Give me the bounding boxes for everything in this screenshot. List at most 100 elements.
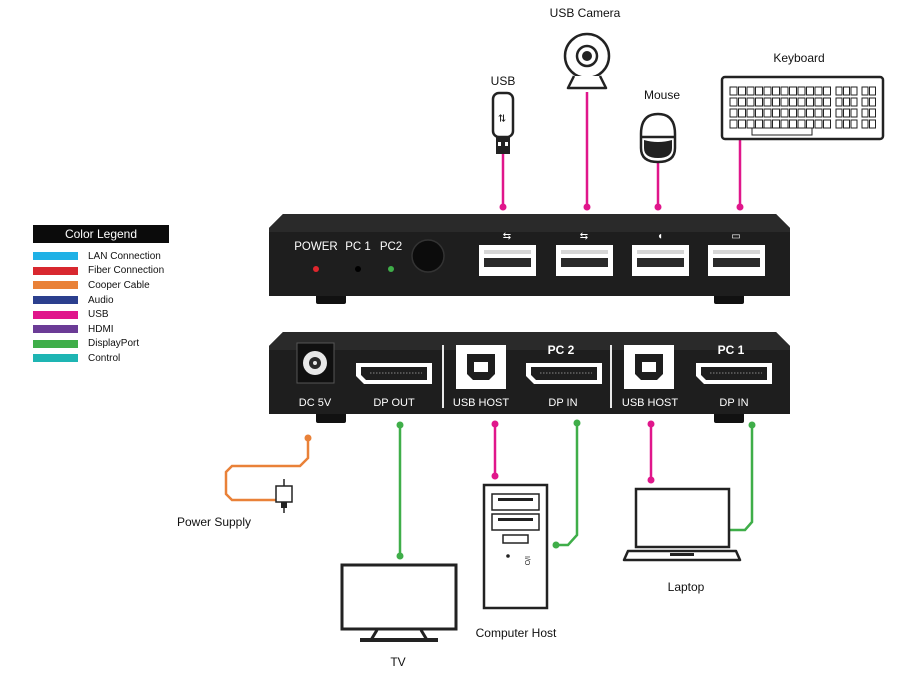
usb-drive-label: USB	[491, 74, 516, 88]
pc1-usb-dot-bottom	[647, 476, 655, 484]
legend-item: HDMI	[33, 322, 173, 337]
dp-out-dot-bottom	[396, 552, 404, 560]
legend-swatch	[33, 310, 78, 319]
pc2-rear-title: PC 2	[548, 343, 575, 357]
tv-label: TV	[390, 655, 405, 669]
legend-swatch	[33, 252, 78, 261]
legend-item: Audio	[33, 293, 173, 308]
displayport-port	[356, 363, 432, 384]
svg-text:I/O: I/O	[523, 556, 530, 566]
laptop-icon	[622, 487, 742, 562]
power-label: POWER	[294, 241, 337, 253]
legend-item: Control	[33, 351, 173, 366]
pc2-usb-host-label: USB HOST	[453, 397, 510, 409]
pc1-usb-host-label: USB HOST	[622, 397, 679, 409]
usb-camera-label: USB Camera	[550, 6, 621, 20]
legend-label: Cooper Cable	[88, 279, 150, 291]
pc1-dp-dot-top	[748, 421, 756, 429]
usb-drive-dot	[499, 203, 507, 211]
legend-item: LAN Connection	[33, 249, 173, 264]
pc1-dp-cable	[725, 423, 754, 532]
legend-item: DisplayPort	[33, 337, 173, 352]
dc-label: DC 5V	[299, 397, 332, 409]
legend-label: HDMI	[88, 323, 114, 335]
keyboard-dot	[736, 203, 744, 211]
usb-camera-icon	[563, 32, 611, 90]
keyboard-label: Keyboard	[773, 51, 824, 65]
legend-title: Color Legend	[33, 225, 169, 243]
legend-swatch	[33, 296, 78, 305]
displayport-port	[696, 363, 772, 384]
legend-swatch	[33, 354, 78, 363]
pc1-led	[355, 266, 361, 272]
mouse-dot	[654, 203, 662, 211]
usb-drive-icon: ⇄	[491, 91, 515, 154]
legend-item: Fiber Connection	[33, 264, 173, 279]
mouse-icon	[639, 112, 677, 164]
legend-label: Audio	[88, 294, 114, 306]
peripheral-labels: USB Camera Keyboard USB Mouse	[491, 6, 825, 102]
pc2-usb-host-port	[456, 345, 506, 389]
power-cable-line	[224, 438, 310, 502]
dp-out-label: DP OUT	[373, 397, 415, 409]
pc1-rear-title: PC 1	[718, 343, 745, 357]
legend-swatch	[33, 281, 78, 290]
laptop-label: Laptop	[668, 580, 705, 594]
usb-cables	[493, 92, 742, 480]
port-symbol-icon: ⇆	[580, 231, 588, 242]
legend-label: USB	[88, 309, 109, 321]
legend-label: Control	[88, 352, 121, 364]
device-labels: Power Supply TV Computer Host Laptop	[177, 515, 705, 669]
front-usb-port: ⇆	[479, 231, 536, 276]
legend-item: Cooper Cable	[33, 278, 173, 293]
port-symbol-icon: ⇆	[503, 231, 511, 242]
front-usb-port: ⇆	[556, 231, 613, 276]
svg-text:⇄: ⇄	[497, 114, 508, 122]
pc2-dp-in-label: DP IN	[548, 397, 577, 409]
switch-button	[411, 239, 445, 273]
port-symbol-icon: ▭	[731, 231, 740, 242]
front-panel-labels: POWER PC 1 PC2	[294, 241, 402, 253]
displayport-cable-dots	[396, 419, 756, 560]
kvm-front-panel: ⇆ ⇆ ◖ ▭	[269, 214, 790, 304]
pc2-usb-dot-top	[491, 420, 499, 428]
dp-out-dot-top	[396, 421, 404, 429]
pc2-dp-dot-bottom	[552, 541, 560, 549]
legend-label: Fiber Connection	[88, 265, 165, 277]
rear-panel-labels: DC 5V DP OUT USB HOST DP IN USB HOST DP …	[299, 343, 749, 409]
displayport-cables	[398, 423, 754, 556]
kvm-rear-panel	[269, 332, 790, 423]
usb-cable-dots	[491, 203, 744, 484]
computer-host-icon: I/O	[482, 483, 549, 610]
legend-swatch	[33, 339, 78, 348]
usb-camera-dot	[583, 203, 591, 211]
mouse-label: Mouse	[644, 88, 680, 102]
legend-swatch	[33, 325, 78, 334]
dc-jack	[296, 342, 335, 384]
pc2-dp-dot-top	[573, 419, 581, 427]
pc2-led	[388, 266, 394, 272]
legend-label: DisplayPort	[88, 338, 140, 350]
power-led	[313, 266, 319, 272]
power-cable-dot	[304, 434, 312, 442]
front-usb-port: ▭	[708, 231, 765, 276]
power-adapter-icon	[275, 479, 293, 513]
port-symbol-icon: ◖	[657, 231, 663, 242]
pc1-usb-host-port	[624, 345, 674, 389]
pc1-front-label: PC 1	[345, 241, 371, 253]
pc2-usb-dot-bottom	[491, 472, 499, 480]
pc1-usb-dot-top	[647, 420, 655, 428]
pc2-dp-cable	[556, 423, 579, 547]
tv-icon	[340, 563, 458, 642]
front-usb-port: ◖	[632, 231, 689, 276]
pc2-front-label: PC2	[380, 241, 402, 253]
power-supply-label: Power Supply	[177, 515, 251, 529]
legend-swatch	[33, 266, 78, 275]
computer-host-label: Computer Host	[476, 626, 557, 640]
power-cable	[224, 434, 312, 513]
legend-label: LAN Connection	[88, 250, 161, 262]
displayport-port	[526, 363, 602, 384]
legend-item: USB	[33, 307, 173, 322]
